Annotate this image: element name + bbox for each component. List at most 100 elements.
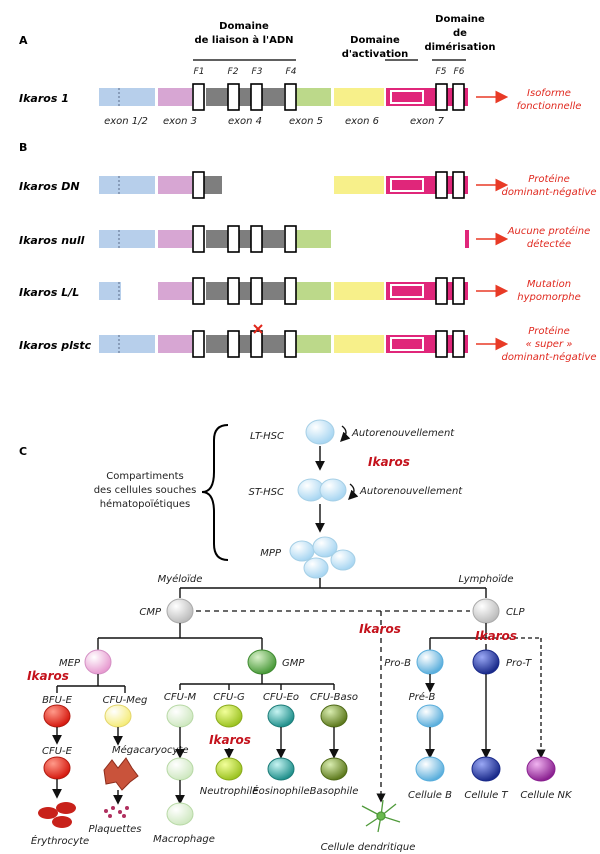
finger-f2: F2 bbox=[228, 67, 239, 77]
erythrocyte-cells bbox=[38, 802, 76, 828]
dna-domain-label-1: Domaine bbox=[219, 21, 269, 32]
dim-domain-label-2: de bbox=[453, 28, 467, 39]
myeloid-label: Myéloïde bbox=[158, 573, 203, 585]
gmp-label: GMP bbox=[282, 658, 305, 669]
dim-domain-label-1: Domaine bbox=[435, 14, 485, 25]
compartment-label-3: hématopoïétiques bbox=[100, 498, 191, 510]
platelets-label: Plaquettes bbox=[89, 824, 142, 835]
clp-label: CLP bbox=[506, 607, 526, 618]
dna-domain-label-2: de liaison à l'ADN bbox=[194, 34, 293, 46]
mpp-cells bbox=[289, 536, 356, 579]
gmp-cell bbox=[247, 649, 277, 675]
cmp-label: CMP bbox=[139, 607, 162, 618]
lthsc-self-arrow bbox=[340, 425, 351, 442]
ikaros-mid-label: Ikaros bbox=[359, 622, 401, 636]
clp-cell bbox=[472, 598, 500, 624]
basophil-cell bbox=[320, 757, 348, 781]
ikaros-top-label: Ikaros bbox=[368, 455, 410, 469]
cfum-cell bbox=[166, 704, 194, 728]
ikaros-ll-gene bbox=[99, 277, 468, 305]
platelet-cells bbox=[104, 806, 129, 818]
point-mutation-icon bbox=[253, 324, 263, 334]
ikaros-dn-name: Ikaros DN bbox=[19, 180, 80, 193]
compartment-brace bbox=[201, 424, 229, 561]
exon6-label: exon 6 bbox=[345, 116, 379, 127]
mep-label: MEP bbox=[59, 658, 81, 669]
ikaros-plstc-outcome-3: dominant-négative bbox=[501, 351, 596, 363]
finger-f5: F5 bbox=[436, 67, 447, 77]
megacaryocyte-label: Mégacaryocyte bbox=[112, 744, 189, 756]
prob-label: Pro-B bbox=[384, 658, 411, 669]
ikaros1-outcome-2: fonctionnelle bbox=[517, 101, 582, 112]
cfubaso-label: CFU-Baso bbox=[310, 692, 358, 703]
lthsc-self-label: Autorenouvellement bbox=[351, 428, 455, 439]
finger-f4: F4 bbox=[286, 67, 297, 77]
macrophage-cell bbox=[166, 802, 194, 826]
ikaros1-name: Ikaros 1 bbox=[19, 92, 69, 105]
preb-cell bbox=[416, 704, 444, 728]
dendritic-cell bbox=[361, 799, 401, 833]
sthsc-self-label: Autorenouvellement bbox=[359, 486, 463, 497]
eosinophile-label: Éosinophile bbox=[252, 784, 309, 797]
nk-cell bbox=[526, 756, 556, 782]
t-cell bbox=[471, 756, 501, 782]
ikaros-null-gene bbox=[99, 225, 469, 253]
ikaros1-gene bbox=[99, 83, 468, 111]
ikaros-null-outcome-1: Aucune protéine bbox=[507, 225, 591, 237]
cellnk-label: Cellule NK bbox=[520, 790, 573, 801]
ikaros-dn-outcome-1: Protéine bbox=[528, 173, 570, 185]
pret-label: Pro-T bbox=[506, 658, 532, 669]
macrophage-label: Macrophage bbox=[153, 834, 215, 845]
finger-f1: F1 bbox=[194, 67, 205, 77]
neutrophile-label: Neutrophile bbox=[200, 786, 259, 797]
sthsc-self-arrow bbox=[348, 483, 359, 500]
mep-cell bbox=[84, 649, 112, 675]
exon4-label: exon 4 bbox=[228, 116, 262, 127]
pret-cell bbox=[472, 649, 500, 675]
finger-f6: F6 bbox=[454, 67, 465, 77]
exon12-label: exon 1/2 bbox=[104, 116, 148, 127]
exon7-label: exon 7 bbox=[410, 116, 445, 127]
section-a-label: A bbox=[19, 34, 28, 47]
cfue-cell bbox=[43, 756, 71, 780]
ikaros-mep-label: Ikaros bbox=[27, 669, 69, 683]
compartment-label-1: Compartiments bbox=[106, 471, 184, 482]
cfueo-cell bbox=[267, 704, 295, 728]
ikaros-dn-outcome-2: dominant-négative bbox=[501, 186, 596, 198]
ikaros-lymph-label: Ikaros bbox=[475, 629, 517, 643]
dim-domain-label-3: dimérisation bbox=[424, 41, 495, 53]
ikaros1-outcome-1: Isoforme bbox=[527, 88, 571, 99]
ikaros-ll-outcome-2: hypomorphe bbox=[517, 292, 581, 303]
bfue-cell bbox=[43, 704, 71, 728]
preb-label: Pré-B bbox=[409, 691, 436, 703]
cmp-cell bbox=[166, 598, 194, 624]
ikaros-null-name: Ikaros null bbox=[19, 234, 85, 247]
ikaros-dn-gene bbox=[99, 171, 468, 199]
section-c-label: C bbox=[19, 445, 27, 458]
cellb-label: Cellule B bbox=[408, 790, 452, 801]
dendritic-label: Cellule dendritique bbox=[321, 842, 416, 853]
ikaros-plstc-outcome-2: « super » bbox=[526, 339, 573, 350]
ikaros-gmp-label: Ikaros bbox=[209, 733, 251, 747]
neutrophil-cell bbox=[215, 757, 243, 781]
sthsc-label: ST-HSC bbox=[249, 487, 285, 498]
cfumeg-label: CFU-Meg bbox=[103, 695, 148, 706]
cfug-label: CFU-G bbox=[213, 692, 245, 703]
section-b-label: B bbox=[19, 141, 27, 154]
exon5-label: exon 5 bbox=[289, 116, 323, 127]
ikaros-plstc-gene bbox=[99, 330, 468, 358]
ikaros-plstc-name: Ikaros plstc bbox=[19, 339, 92, 352]
exon3-label: exon 3 bbox=[163, 116, 197, 127]
act-domain-label-2: d'activation bbox=[342, 49, 409, 60]
cfueo-label: CFU-Eo bbox=[263, 692, 299, 703]
lthsc-label: LT-HSC bbox=[250, 431, 284, 442]
mpp-label: MPP bbox=[260, 548, 282, 559]
ikaros-null-outcome-2: détectée bbox=[527, 238, 571, 250]
lthsc-cell bbox=[305, 419, 335, 445]
compartment-label-2: des cellules souches bbox=[94, 485, 197, 496]
ikaros-plstc-outcome-1: Protéine bbox=[528, 325, 570, 337]
act-domain-label-1: Domaine bbox=[350, 35, 400, 46]
cellt-label: Cellule T bbox=[464, 790, 508, 801]
monocyte-cell bbox=[166, 757, 194, 781]
